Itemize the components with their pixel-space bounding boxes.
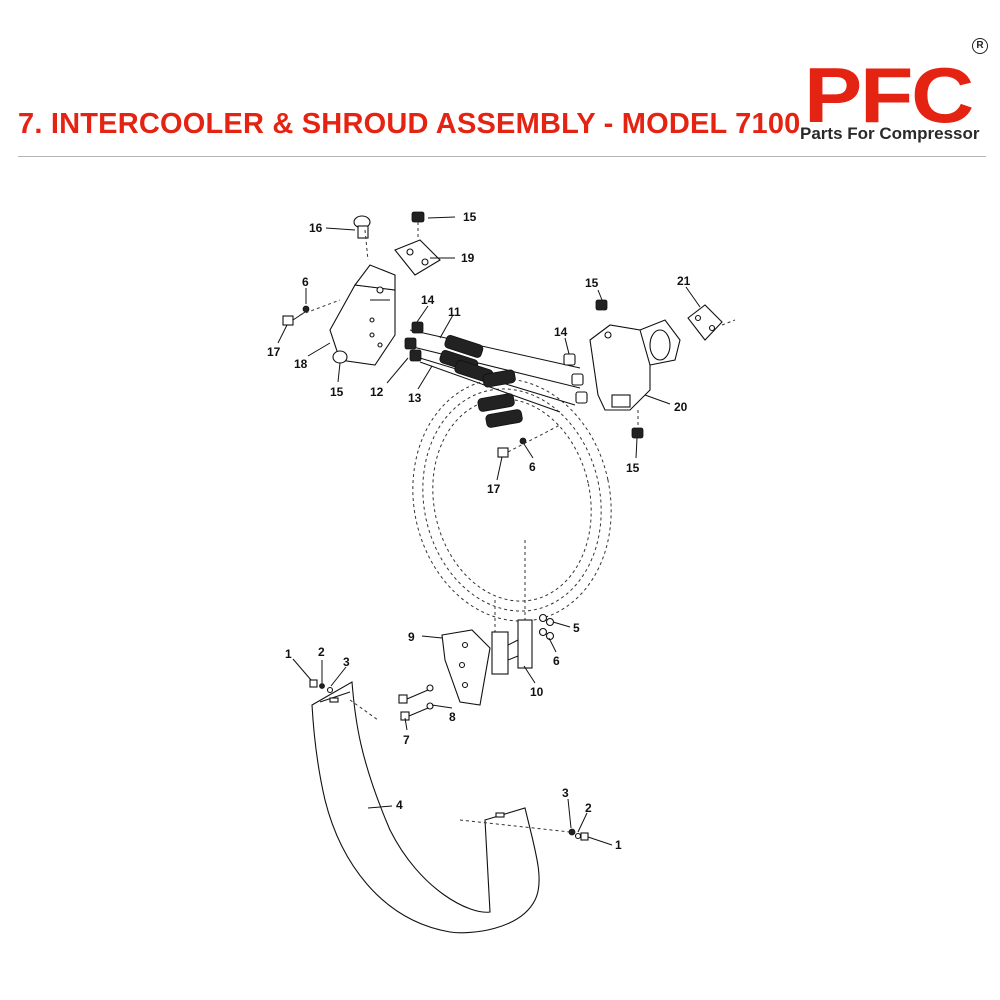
callout-14: 14 [554, 325, 568, 339]
callout-16: 16 [309, 221, 323, 235]
callout-6: 6 [302, 275, 309, 289]
shroud-band [309, 679, 589, 934]
callout-15: 15 [626, 461, 640, 475]
callout-14: 14 [421, 293, 435, 307]
callout-15: 15 [330, 385, 344, 399]
callout-6: 6 [553, 654, 560, 668]
callout-15: 15 [463, 210, 477, 224]
callout-17: 17 [487, 482, 501, 496]
callout-3: 3 [343, 655, 350, 669]
callout-leaders [277, 216, 701, 846]
logo-mark: PFC [804, 51, 974, 139]
callout-1: 1 [285, 647, 292, 661]
callout-19: 19 [461, 251, 475, 265]
callout-18: 18 [294, 357, 308, 371]
left-manifold [282, 211, 441, 366]
callout-2: 2 [585, 801, 592, 815]
callout-labels: 16 15 19 6 17 18 15 14 11 12 13 15 21 14… [267, 210, 691, 852]
callout-3: 3 [562, 786, 569, 800]
right-manifold [497, 299, 736, 458]
header-divider [18, 156, 986, 157]
mounting-brackets [398, 613, 555, 721]
callout-20: 20 [674, 400, 688, 414]
callout-6: 6 [529, 460, 536, 474]
callout-5: 5 [573, 621, 580, 635]
callout-12: 12 [370, 385, 384, 399]
registered-mark: R [972, 38, 988, 54]
callout-4: 4 [396, 798, 403, 812]
callout-13: 13 [408, 391, 422, 405]
page-title: 7. INTERCOOLER & SHROUD ASSEMBLY - MODEL… [18, 108, 801, 140]
callout-10: 10 [530, 685, 544, 699]
callout-17: 17 [267, 345, 281, 359]
logo-tagline: Parts For Compressor [800, 124, 980, 143]
callout-21: 21 [677, 274, 691, 288]
callout-9: 9 [408, 630, 415, 644]
callout-7: 7 [403, 733, 410, 747]
intercooler-tubes [404, 321, 588, 428]
callout-11: 11 [448, 305, 461, 319]
callout-1: 1 [615, 838, 622, 852]
pfc-logo: PFC R Parts For Compressor [800, 38, 995, 148]
callout-8: 8 [449, 710, 456, 724]
callout-15: 15 [585, 276, 599, 290]
callout-2: 2 [318, 645, 325, 659]
